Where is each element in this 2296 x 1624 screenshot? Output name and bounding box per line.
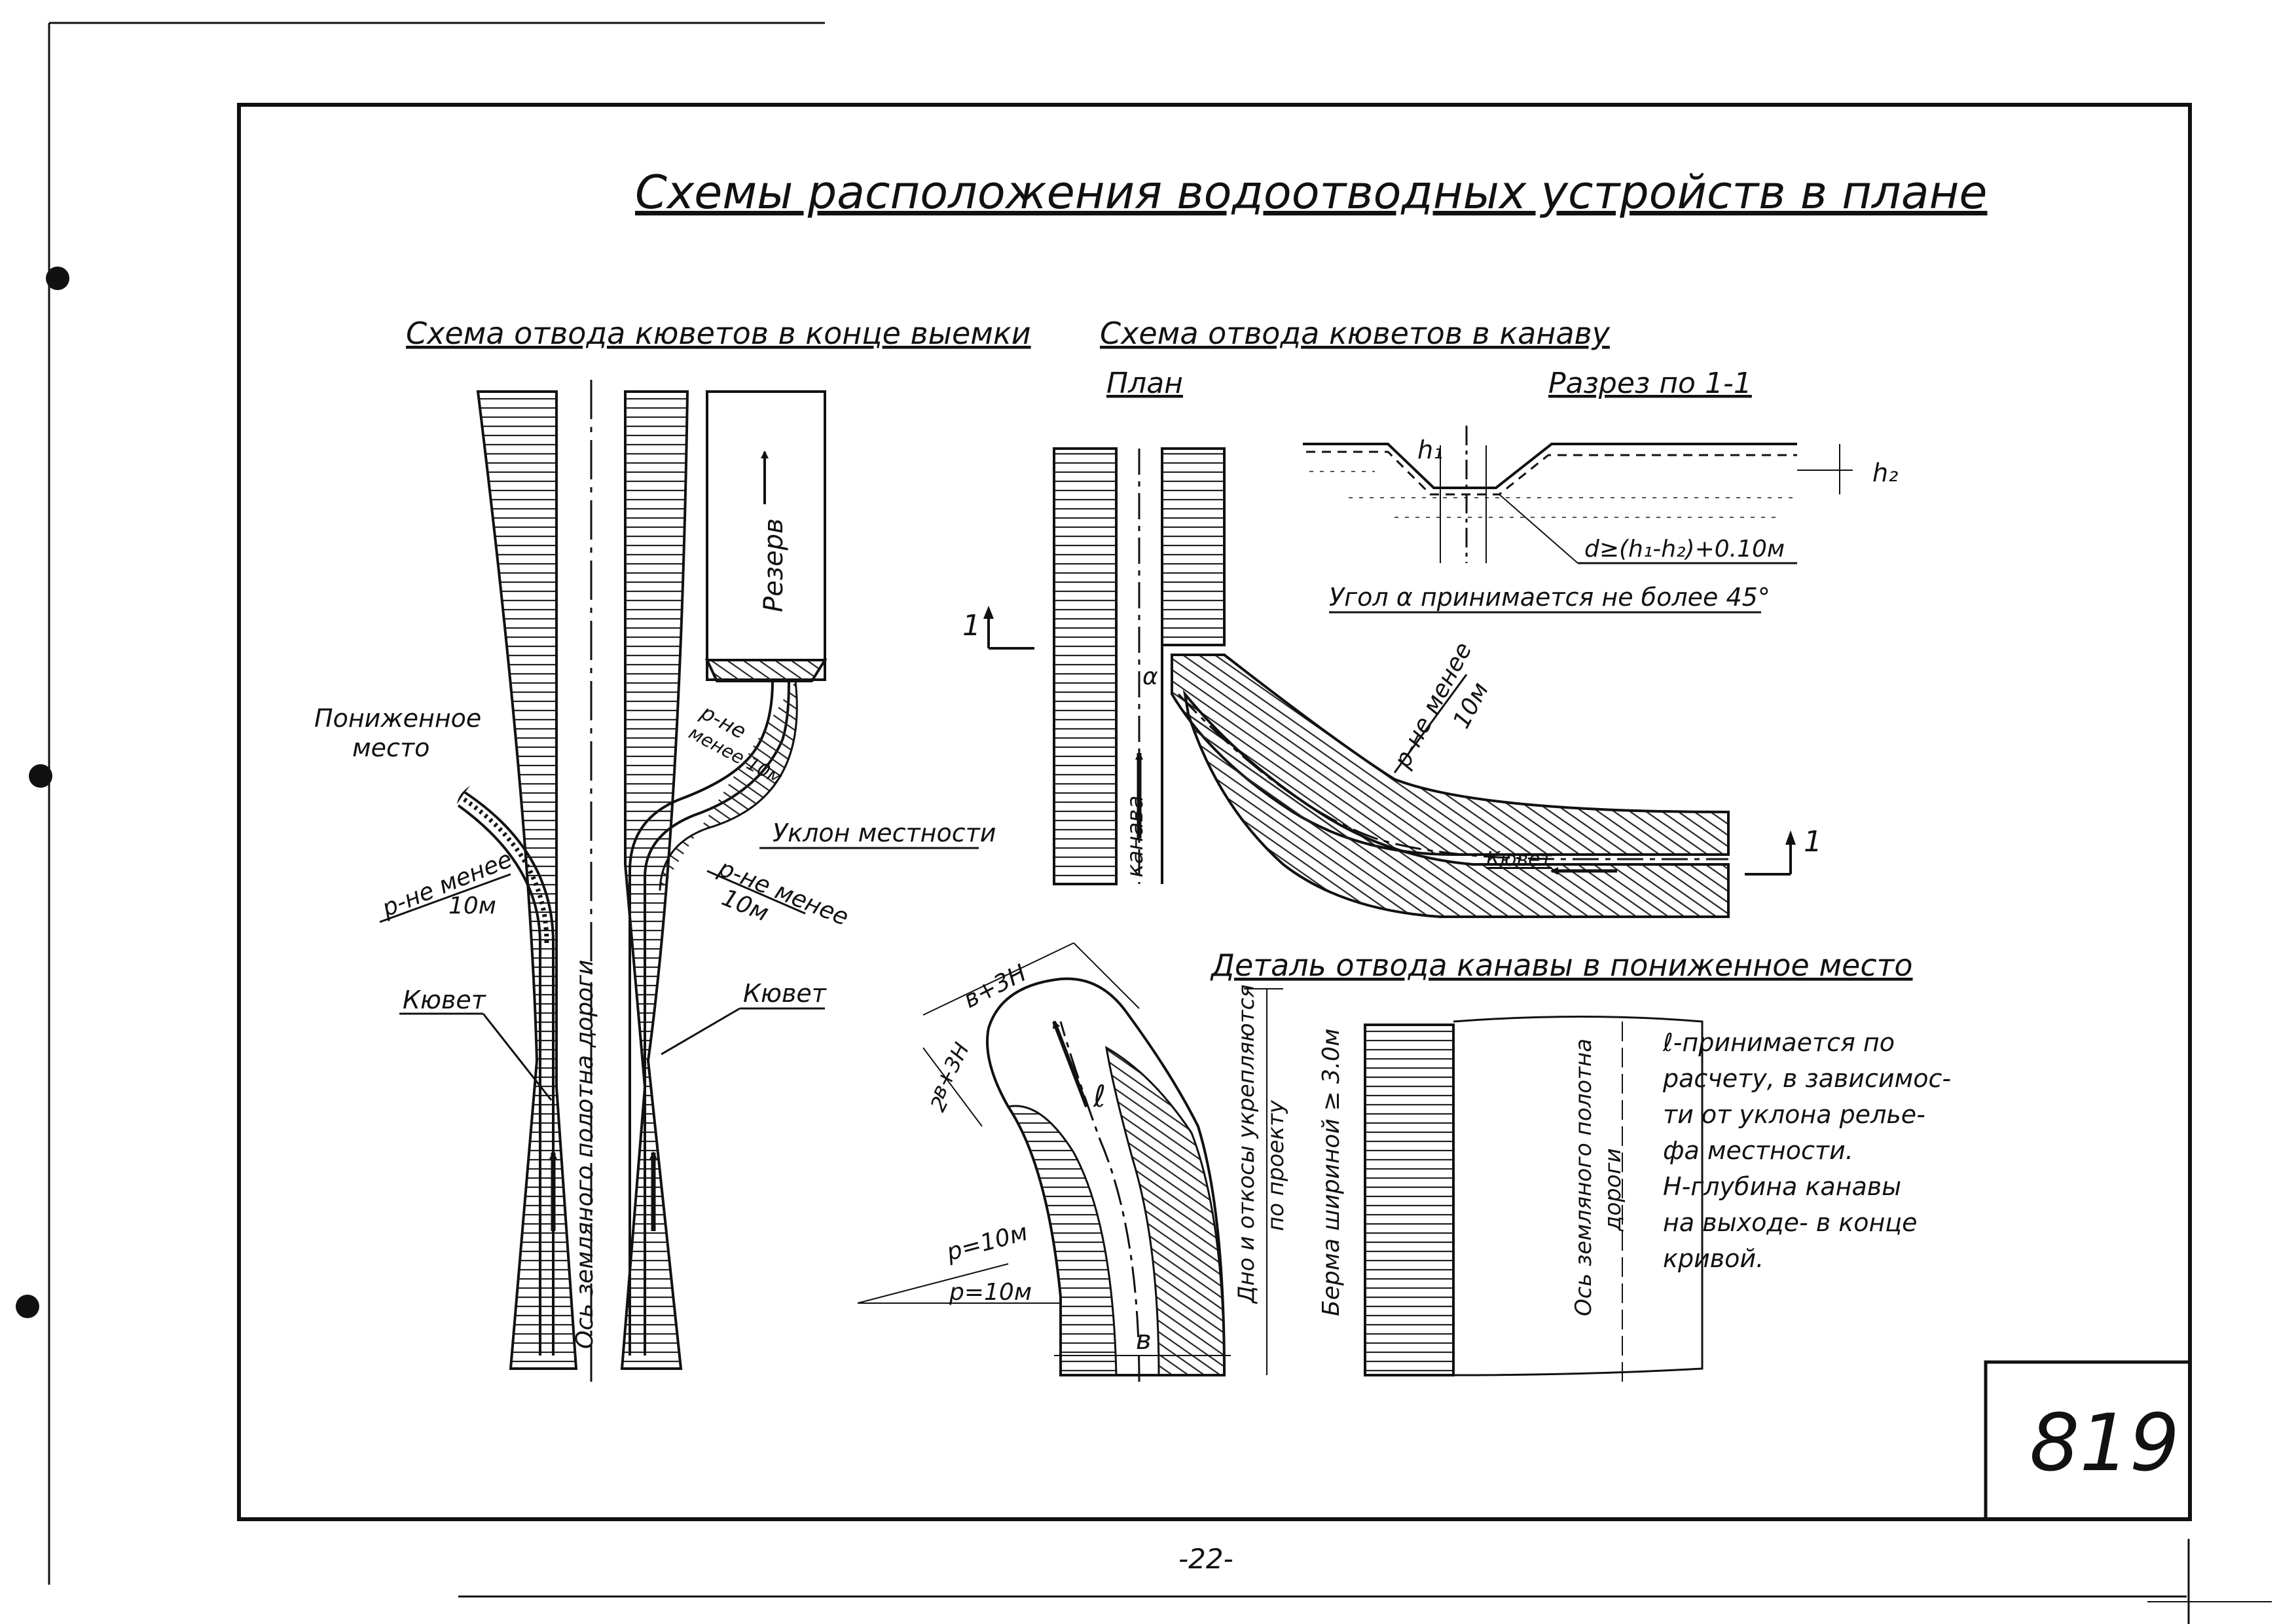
b3h-label: в+3Н xyxy=(959,959,1030,1014)
low-place-label-1: Пониженное xyxy=(314,704,481,733)
h2-label: h₂ xyxy=(1872,458,1898,487)
note-line: ти от уклона релье- xyxy=(1663,1100,1925,1129)
alpha-label: α xyxy=(1142,663,1158,690)
note-line: кривой. xyxy=(1663,1244,1764,1273)
r2-label: р=10м xyxy=(949,1279,1032,1306)
canal-label: канава xyxy=(1122,796,1148,877)
notes-block: ℓ-принимается по расчету, в зависимос- т… xyxy=(1662,1028,1951,1273)
ditch-left-curve xyxy=(464,791,555,1356)
note-line: на выходе- в конце xyxy=(1663,1208,1918,1237)
road-axis-label: Ось земляного полотна дороги xyxy=(572,959,598,1349)
punch-hole xyxy=(29,764,52,788)
b3h-half-label-1: в+3Н xyxy=(925,1039,974,1103)
note-line: Н-глубина канавы xyxy=(1663,1172,1901,1201)
b-label: в xyxy=(1136,1325,1152,1356)
punch-hole xyxy=(46,267,69,290)
slopes-note-1: Дно и откосы укрепляются xyxy=(1233,984,1260,1304)
slope-label: Уклон местности xyxy=(773,819,996,847)
reserve-label: Резерв xyxy=(759,518,789,612)
l-label: ℓ xyxy=(1093,1079,1106,1114)
cut-slope-right xyxy=(620,390,689,1370)
slopes-note-2: по проекту xyxy=(1263,1099,1289,1231)
low-place-label-2: место xyxy=(352,733,429,762)
h1-label: h₁ xyxy=(1417,435,1443,464)
depth-formula: d≥(h₁-h₂)+0.10м xyxy=(1584,536,1785,563)
note-line: расчету, в зависимос- xyxy=(1662,1064,1951,1093)
section-mark-left-label: 1 xyxy=(962,609,981,642)
road-slope xyxy=(1364,1024,1455,1376)
section-1-1: h₁ h₂ d≥(h₁-h₂)+0.10м xyxy=(1303,426,1898,564)
ditch-right-label: Кювет xyxy=(743,979,828,1008)
drawing-frame xyxy=(237,103,2192,1521)
right-scheme: Схема отвода кюветов в канаву План Разре… xyxy=(962,316,1898,918)
left-scheme-heading: Схема отвода кюветов в конце выемки xyxy=(406,316,1031,351)
ditch-left-label: Кювет xyxy=(403,986,487,1014)
reserve-end xyxy=(704,659,828,682)
r1-label: р=10м xyxy=(943,1219,1030,1266)
sheet-number: 819 xyxy=(2030,1398,2179,1489)
section-mark-left: 1 xyxy=(962,606,1034,650)
page-number: -22- xyxy=(1178,1543,1233,1575)
cut-slope-left xyxy=(476,390,578,1370)
note-line: фа местности. xyxy=(1663,1136,1853,1165)
road-axis-label-2: дороги xyxy=(1600,1148,1626,1232)
ditch-label: Кювет xyxy=(1486,848,1553,871)
section-heading: Разрез по 1-1 xyxy=(1548,367,1752,400)
sheet-number-box xyxy=(1984,1360,2192,1521)
section-mark-right-label: 1 xyxy=(1804,825,1822,858)
main-cut-slope xyxy=(1053,447,1118,885)
road-axis-label-1: Ось земляного полотна xyxy=(1571,1039,1597,1316)
radius-left-label-2: 10м xyxy=(448,893,496,919)
punch-hole xyxy=(16,1295,39,1318)
sheet-border xyxy=(16,22,2272,1624)
detail-heading: Деталь отвода канавы в пониженное место xyxy=(1210,948,1913,983)
berm-label: Берма шириной ≥ 3.0м xyxy=(1318,1029,1345,1316)
angle-note: Угол α принимается не более 45° xyxy=(1329,583,1770,612)
main-title: Схемы расположения водоотводных устройст… xyxy=(635,166,1987,219)
section-mark-right: 1 xyxy=(1745,825,1822,876)
right-scheme-heading: Схема отвода кюветов в канаву xyxy=(1100,316,1611,351)
note-line: ℓ-принимается по xyxy=(1662,1028,1895,1057)
ditch-left-curve-inner xyxy=(457,804,541,1356)
plan-label: План xyxy=(1106,367,1183,400)
left-scheme: Схема отвода кюветов в конце выемки Резе… xyxy=(314,316,1031,1382)
